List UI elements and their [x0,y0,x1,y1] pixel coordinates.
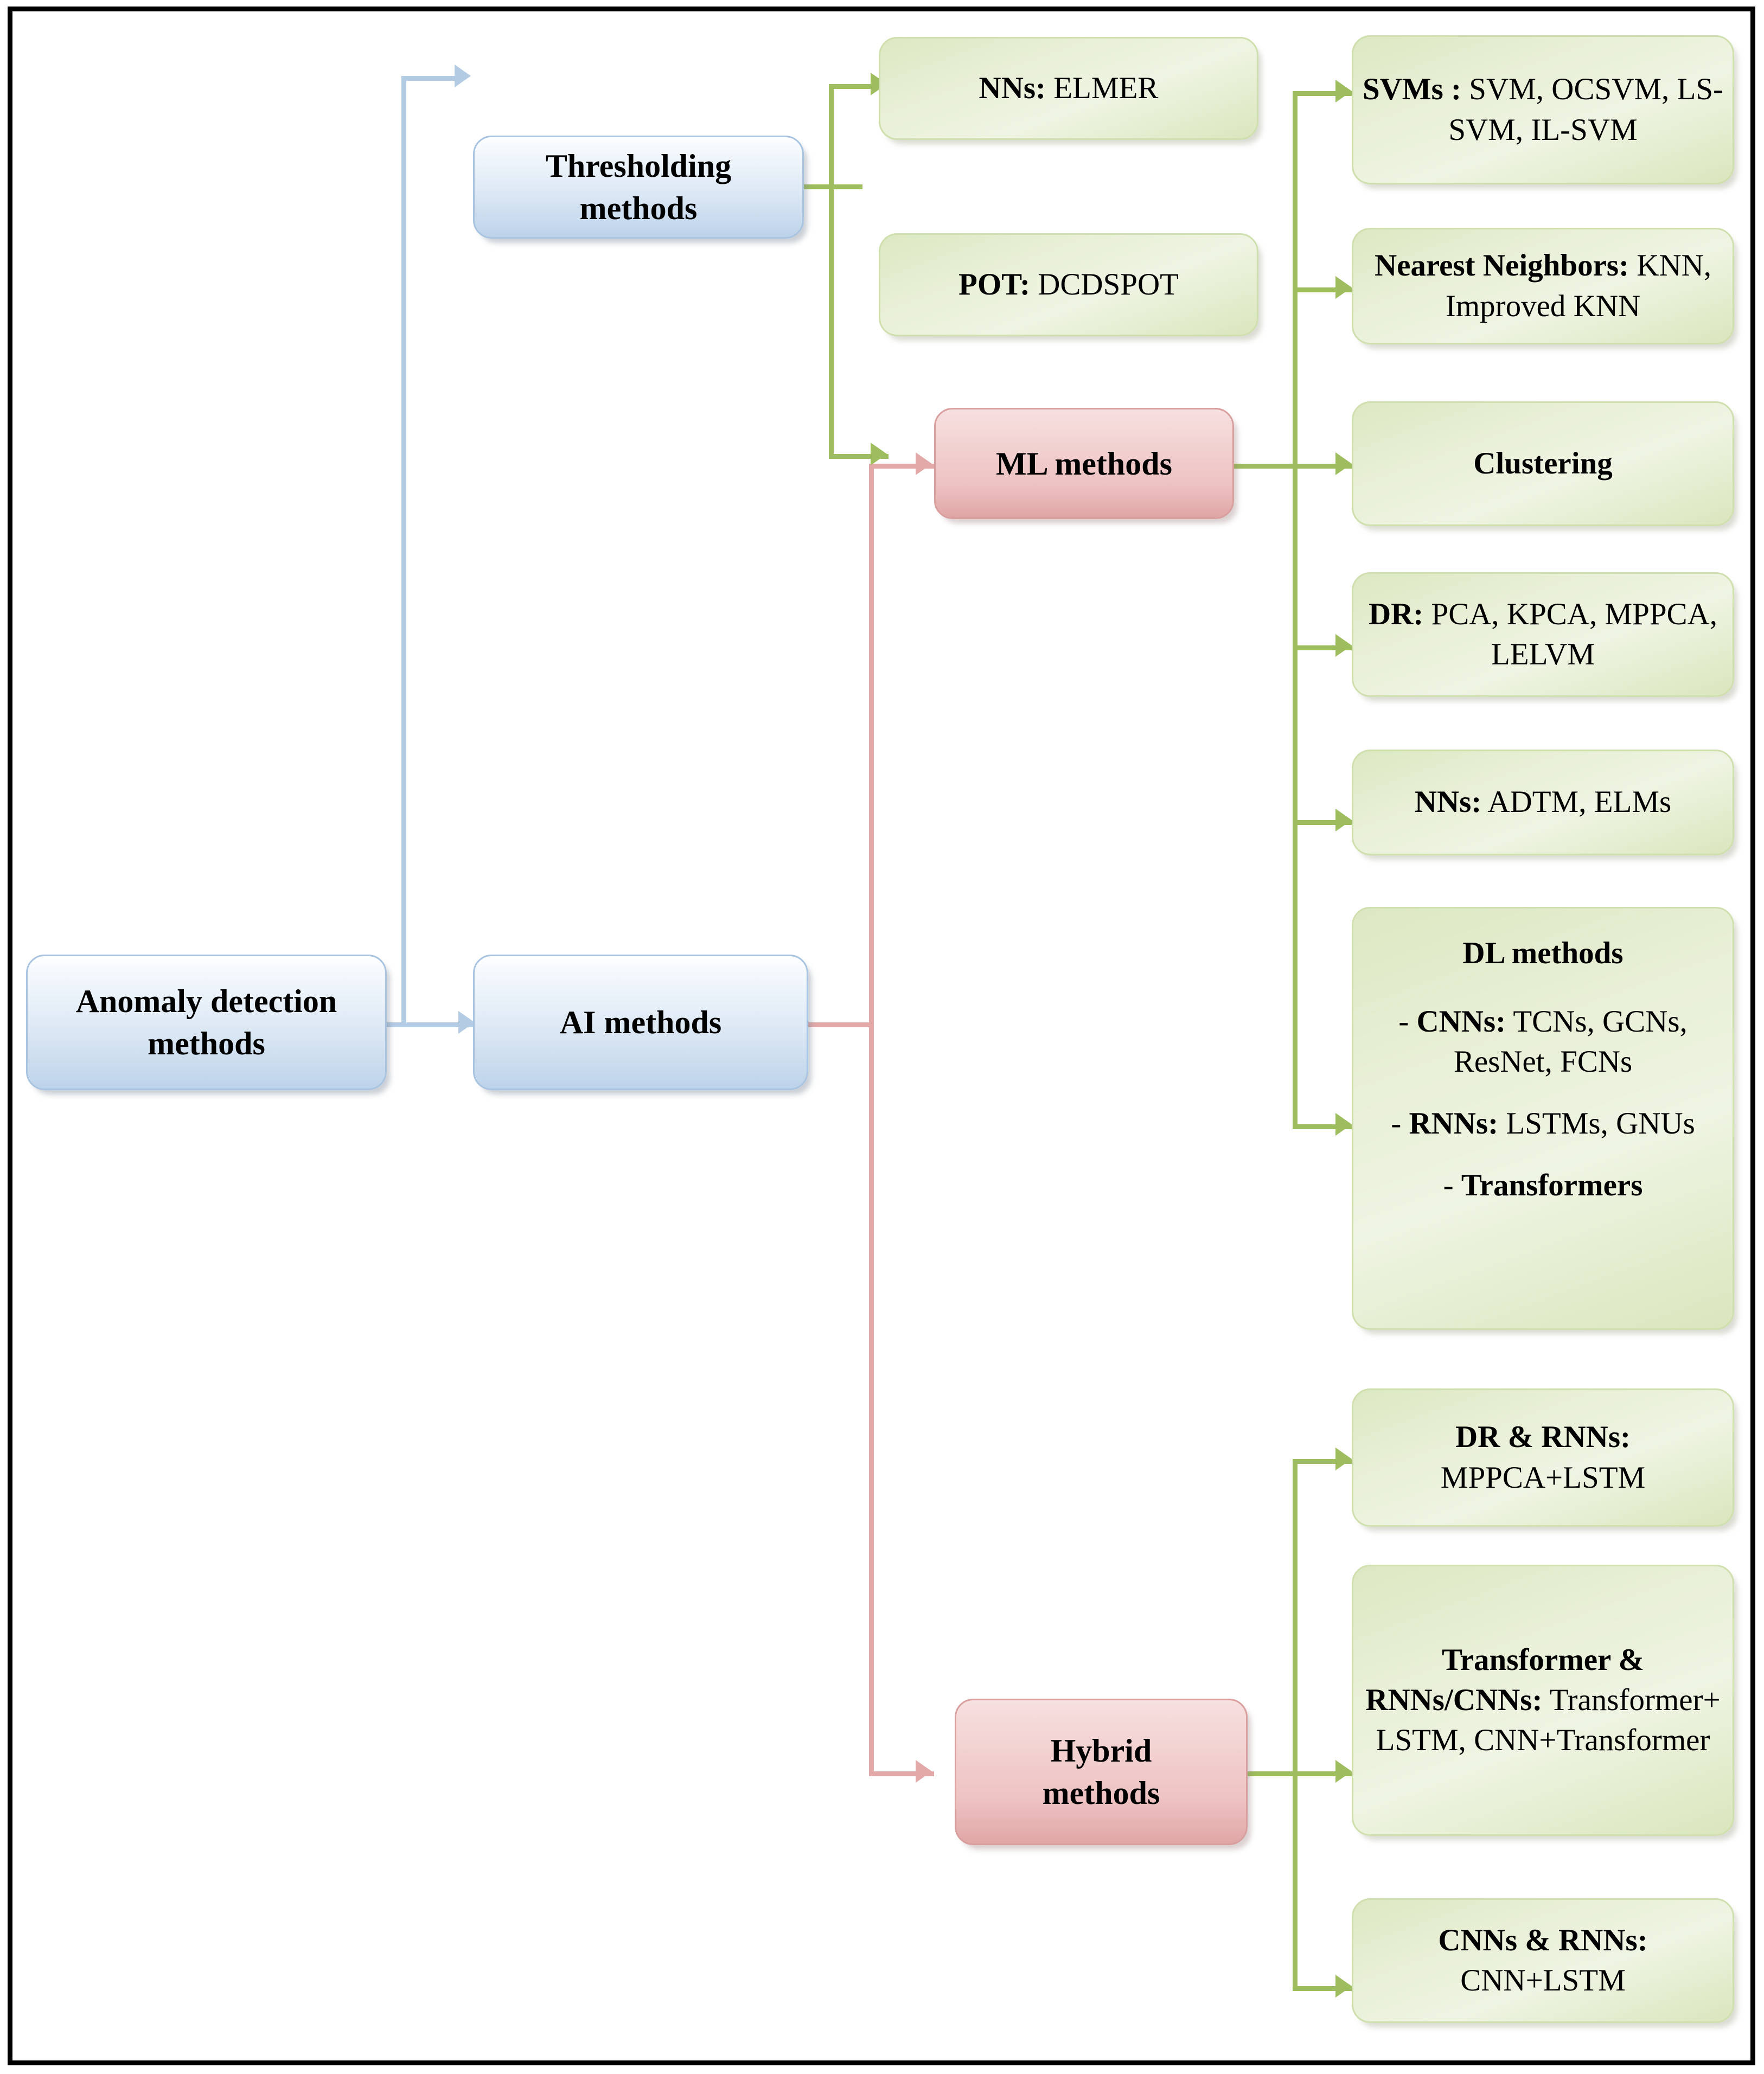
edge-hybrid-to-dr-rnns [1293,1459,1352,1464]
dl-dash-1: - [1391,1106,1402,1141]
edge-ml-to-nns-adtm [1293,820,1352,825]
node-svms-lead: SVMs : [1362,72,1462,107]
node-dr-rnns[interactable]: DR & RNNs: MPPCA+LSTM [1352,1388,1734,1527]
node-ml-methods[interactable]: ML methods [934,408,1234,519]
dl-dash-0: - [1398,1004,1409,1039]
dl-rest-1: LSTMs, GNUs [1498,1106,1695,1141]
arrow-to-knn [1335,276,1352,299]
edge-ml-stub [1234,464,1337,469]
node-transformer-hybrid-rest: Transformer+ LSTM, CNN+Transformer [1376,1682,1721,1758]
edge-root-to-thresholding-h [401,76,456,81]
node-dl-methods[interactable]: DL methods - CNNs: TCNs, GCNs, ResNet, F… [1352,907,1734,1330]
edge-ml-to-svms [1293,91,1352,96]
node-nearest-neighbors[interactable]: Nearest Neighbors: KNN, Improved KNN [1352,228,1734,344]
node-pot-lead: POT: [958,267,1030,302]
node-dl-item-cnns: - CNNs: TCNs, GCNs, ResNet, FCNs [1362,1002,1724,1082]
arrow-to-clustering [1335,452,1352,475]
node-thresholding-line2: methods [579,190,698,226]
dl-dash-2: - [1443,1168,1454,1203]
node-cnns-rnns-rest: CNN+LSTM [1460,1963,1626,1998]
node-ai-label: AI methods [559,1004,722,1040]
node-ai-methods[interactable]: AI methods [473,955,808,1090]
node-svms-rest: SVM, OCSVM, LS-SVM, IL-SVM [1448,72,1724,147]
edge-hybrid-trunk [1293,1459,1298,1990]
node-nns-adtm-rest: ADTM, ELMs [1481,785,1672,820]
edge-root-to-ai-h [386,1022,473,1027]
arrow-to-dl [1335,1113,1352,1136]
node-ml-label: ML methods [995,445,1173,482]
node-anomaly-detection-methods[interactable]: Anomaly detection methods [26,955,387,1090]
node-knn-lead: Nearest Neighbors: [1374,248,1629,283]
dl-rest-0: TCNs, GCNs, ResNet, FCNs [1453,1004,1688,1079]
node-nns-adtm[interactable]: NNs: ADTM, ELMs [1352,750,1734,855]
edge-ml-to-dl [1293,1124,1352,1129]
node-cnns-rnns[interactable]: CNNs & RNNs: CNN+LSTM [1352,1898,1734,2023]
edge-ml-to-dr [1293,645,1352,650]
edge-thresholding-to-nnselmer [829,84,889,89]
node-root-line2: methods [148,1026,265,1061]
arrow-to-cnns-rnns [1335,1975,1352,1998]
edge-hybrid-to-transformer [1293,1771,1352,1776]
edge-root-riser [401,76,406,1025]
edge-ai-to-ml [869,464,934,469]
node-pot-dcdspot[interactable]: POT: DCDSPOT [879,233,1258,336]
node-dr-rnns-lead: DR & RNNs: [1455,1420,1631,1455]
edge-ai-stub [808,1022,873,1027]
node-root-line1: Anomaly detection [75,983,337,1019]
edge-hybrid-to-cnns-rnns [1293,1986,1352,1991]
node-hybrid-methods[interactable]: Hybrid methods [955,1699,1248,1845]
node-nns-elmer-lead: NNs: [979,71,1046,105]
arrow-to-svms [1335,80,1352,103]
edge-thresholding-trunk [829,84,834,458]
dl-lead-1: RNNs: [1409,1106,1499,1141]
node-cnns-rnns-lead: CNNs & RNNs: [1438,1923,1648,1957]
node-dr-lead: DR: [1368,597,1424,631]
node-dr-rest: PCA, KPCA, MPPCA, LELVM [1423,597,1717,671]
edge-ml-to-clustering [1293,464,1352,469]
node-nns-elmer-rest: ELMER [1046,71,1159,105]
edge-ai-trunk [869,464,874,1776]
edge-ai-to-hybrid [869,1771,934,1776]
node-transformer-hybrid-lead: Transformer & RNNs/CNNs: [1365,1642,1645,1717]
node-clustering-lead: Clustering [1473,446,1613,481]
node-dl-item-rnns: - RNNs: LSTMs, GNUs [1362,1104,1724,1144]
dl-lead-0: CNNs: [1416,1004,1506,1039]
node-thresholding-methods[interactable]: Thresholding methods [473,136,804,239]
node-thresholding-line1: Thresholding [545,148,732,184]
arrow-to-thresholding [455,65,471,87]
node-hybrid-line2: methods [1042,1775,1160,1811]
node-knn-rest: KNN, Improved KNN [1445,248,1712,323]
arrow-to-ai [458,1011,475,1034]
arrow-to-dr-rnns [1335,1448,1352,1470]
node-dr[interactable]: DR: PCA, KPCA, MPPCA, LELVM [1352,572,1734,697]
arrow-to-hybrid [916,1760,932,1783]
edge-ml-trunk [1293,91,1298,1129]
node-svms[interactable]: SVMs : SVM, OCSVM, LS-SVM, IL-SVM [1352,35,1734,184]
arrow-to-transformer-hybrid [1335,1760,1352,1783]
arrow-to-pot [871,443,887,465]
node-hybrid-line1: Hybrid [1050,1733,1152,1769]
node-dr-rnns-rest: MPPCA+LSTM [1440,1460,1646,1495]
edge-thresholding-to-pot [829,454,889,459]
node-nns-elmer[interactable]: NNs: ELMER [879,37,1258,140]
node-dl-title: DL methods [1462,936,1624,970]
arrow-to-ml [916,452,932,475]
node-dl-item-transformers: - Transformers [1362,1166,1724,1206]
arrow-to-dr [1335,634,1352,657]
node-transformer-hybrid[interactable]: Transformer & RNNs/CNNs: Transformer+ LS… [1352,1565,1734,1836]
node-clustering[interactable]: Clustering [1352,401,1734,526]
dl-lead-2: Transformers [1461,1168,1643,1203]
arrow-to-nns-adtm [1335,809,1352,831]
edge-ml-to-knn [1293,287,1352,292]
node-pot-rest: DCDSPOT [1030,267,1179,302]
node-nns-adtm-lead: NNs: [1414,785,1482,820]
